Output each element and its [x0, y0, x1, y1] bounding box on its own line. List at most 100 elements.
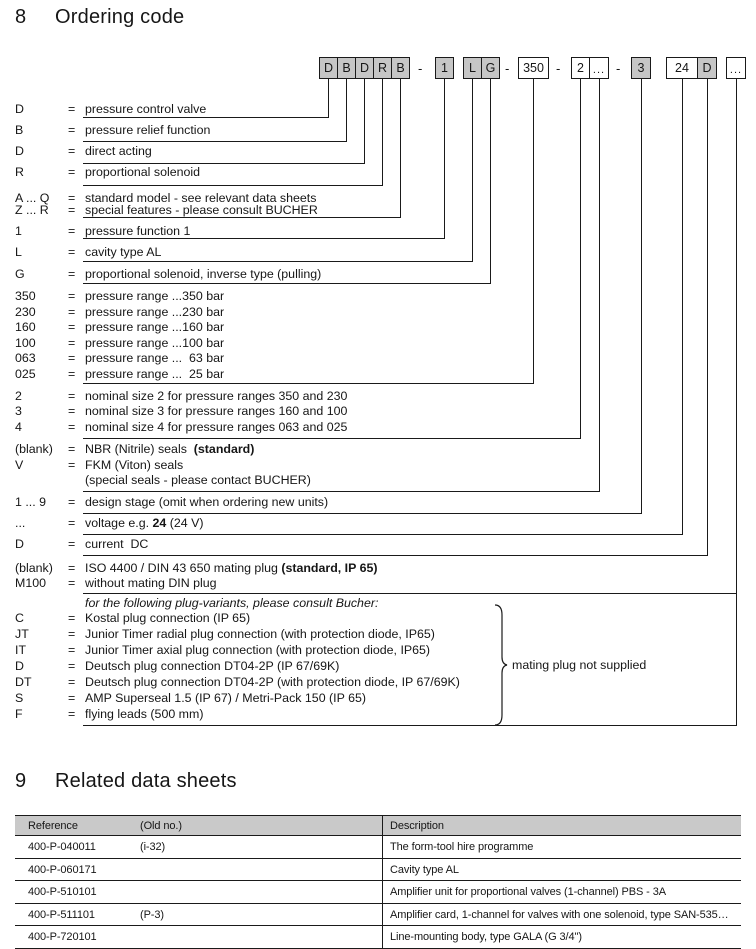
entry-code: JT: [15, 627, 29, 641]
table-row: 400-P-040011(i-32)The form-tool hire pro…: [15, 835, 741, 858]
entry-description: ISO 4400 / DIN 43 650 mating plug (stand…: [85, 562, 378, 575]
description-segment: (special seals - please contact BUCHER): [85, 473, 311, 487]
dash-separator: -: [616, 60, 621, 76]
brace-note: mating plug not supplied: [512, 658, 647, 672]
leader-line: [736, 79, 737, 726]
leader-line: [580, 79, 581, 439]
equals-sign: =: [68, 537, 76, 551]
code-box-label: 2: [577, 61, 584, 75]
entry-code: 2: [15, 389, 22, 403]
code-box: 2: [571, 57, 590, 79]
entry-description: Kostal plug connection (IP 65): [85, 612, 250, 625]
code-box-label: 1: [441, 61, 448, 75]
dash-separator: -: [556, 60, 561, 76]
ordering-entry: 3=nominal size 3 for pressure ranges 160…: [0, 405, 756, 418]
equals-sign: =: [68, 442, 76, 456]
entry-description: current DC: [85, 538, 148, 551]
description-segment: (standard): [193, 442, 255, 456]
entry-description: pressure range ...100 bar: [85, 337, 224, 350]
code-box: 24: [666, 57, 698, 79]
leader-line: [641, 79, 642, 514]
equals-sign: =: [68, 245, 76, 259]
entry-code: D: [15, 102, 24, 116]
description-segment: proportional solenoid, inverse type (pul…: [85, 267, 322, 281]
equals-sign: =: [68, 675, 76, 689]
ordering-entry: DT = Deutsch plug connection DT04-2P (with…: [0, 676, 756, 689]
description-segment: pressure range ...160 bar: [85, 320, 225, 334]
ordering-entry: Z ... R=special features - please consul…: [0, 204, 756, 217]
entry-description: proportional solenoid: [85, 166, 200, 179]
code-box-label: D: [323, 61, 334, 75]
code-box-label: B: [396, 61, 405, 75]
table-cell-old_no: (P-3): [140, 908, 164, 921]
equals-sign: =: [68, 707, 76, 721]
equals-sign: =: [68, 516, 76, 530]
ordering-entry: B=pressure relief function: [0, 124, 756, 137]
entry-description: for the following plug-variants, please …: [85, 597, 378, 610]
table-cell-reference: 400-P-720101: [28, 931, 97, 943]
entry-description: pressure range ...230 bar: [85, 306, 224, 319]
description-segment: standard model - see relevant data sheet…: [85, 191, 317, 205]
description-segment: for the following plug-variants, please …: [85, 596, 379, 610]
table-header-cell: Reference: [28, 819, 78, 832]
section-title: Related data sheets: [55, 770, 237, 792]
ordering-entry: V=FKM (Viton) seals: [0, 459, 756, 472]
code-box-label: 24: [675, 61, 689, 75]
leader-line: [707, 79, 708, 556]
connector-underline: [83, 383, 534, 384]
equals-sign: =: [68, 389, 76, 403]
equals-sign: =: [68, 289, 76, 303]
description-segment: pressure range ...350 bar: [85, 289, 225, 303]
ordering-entry: 4=nominal size 4 for pressure ranges 063…: [0, 421, 756, 434]
connector-underline: [83, 555, 708, 556]
ordering-entry: 025=pressure range ... 25 bar: [0, 368, 756, 381]
equals-sign: =: [68, 336, 76, 350]
entry-description: pressure range ... 25 bar: [85, 368, 224, 381]
ordering-entry: IT=Junior Timer axial plug connection (w…: [0, 644, 756, 657]
equals-sign: =: [68, 611, 76, 625]
description-segment: nominal size 3 for pressure ranges 160 a…: [85, 404, 348, 418]
table-header-cell: Description: [390, 819, 444, 832]
equals-sign: =: [68, 561, 76, 575]
code-box: ...: [726, 57, 746, 79]
description-segment: AMP Superseal 1.5 (IP 67) / Metri-Pack 1…: [85, 691, 366, 705]
table-cell-description: Line-mounting body, type GALA (G 3/4"): [390, 931, 582, 943]
equals-sign: =: [68, 144, 76, 158]
dash-separator: -: [418, 60, 423, 76]
entry-code: 063: [15, 351, 36, 365]
description-segment: Deutsch plug connection DT04-2P (with pr…: [85, 675, 460, 689]
entry-description: without mating DIN plug: [85, 577, 217, 590]
description-segment: pressure range ...100 bar: [85, 336, 225, 350]
connector-underline: [83, 513, 642, 514]
entry-code: 230: [15, 305, 36, 319]
entry-code: D: [15, 537, 24, 551]
ordering-entry: (blank)=ISO 4400 / DIN 43 650 mating plu…: [0, 562, 756, 575]
code-box: R: [373, 57, 392, 79]
connector-underline: [83, 534, 683, 535]
entry-description: flying leads (500 mm): [85, 708, 203, 721]
description-segment: special features - please consult BUCHER: [85, 203, 318, 217]
connector-underline: [83, 217, 401, 218]
brace: [494, 604, 508, 726]
table-cell-description: Amplifier unit for proportional valves (…: [390, 886, 666, 898]
connector-underline: [83, 117, 329, 118]
code-box: 1: [435, 57, 454, 79]
connector-underline: [83, 141, 347, 142]
connector-underline: [83, 163, 365, 164]
ordering-entry: 063=pressure range ... 63 bar: [0, 352, 756, 365]
table-cell-reference: 400-P-060171: [28, 863, 97, 876]
entry-code: V: [15, 458, 24, 472]
code-box: ...: [589, 57, 609, 79]
connector-underline: [83, 238, 445, 239]
ordering-entry: G=proportional solenoid, inverse type (p…: [0, 268, 756, 281]
equals-sign: =: [68, 123, 76, 137]
entry-code: 1 ... 9: [15, 495, 46, 509]
leader-line: [444, 79, 445, 239]
equals-sign: =: [68, 351, 76, 365]
entry-code: DT: [15, 675, 32, 689]
section-number: 9: [15, 770, 27, 792]
description-segment: pressure control valve: [85, 102, 207, 116]
equals-sign: =: [68, 495, 76, 509]
